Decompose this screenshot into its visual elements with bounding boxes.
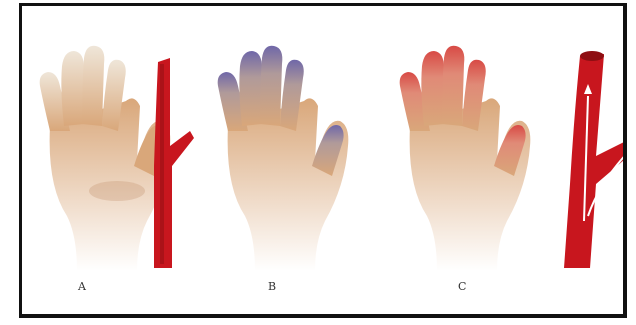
vessel-illustration-a [142,6,202,316]
panel-c: C [392,6,627,314]
hand-illustration-b [210,6,370,316]
panel-label-c: C [458,280,467,293]
panel-label-b: B [268,280,277,293]
panel-label-a: A [78,280,86,293]
figure-frame: A B [19,3,627,318]
panel-b: B [210,6,370,314]
hand-illustration-c [392,6,552,316]
panel-a: A [22,6,222,314]
vessel-illustration-c [540,6,627,316]
